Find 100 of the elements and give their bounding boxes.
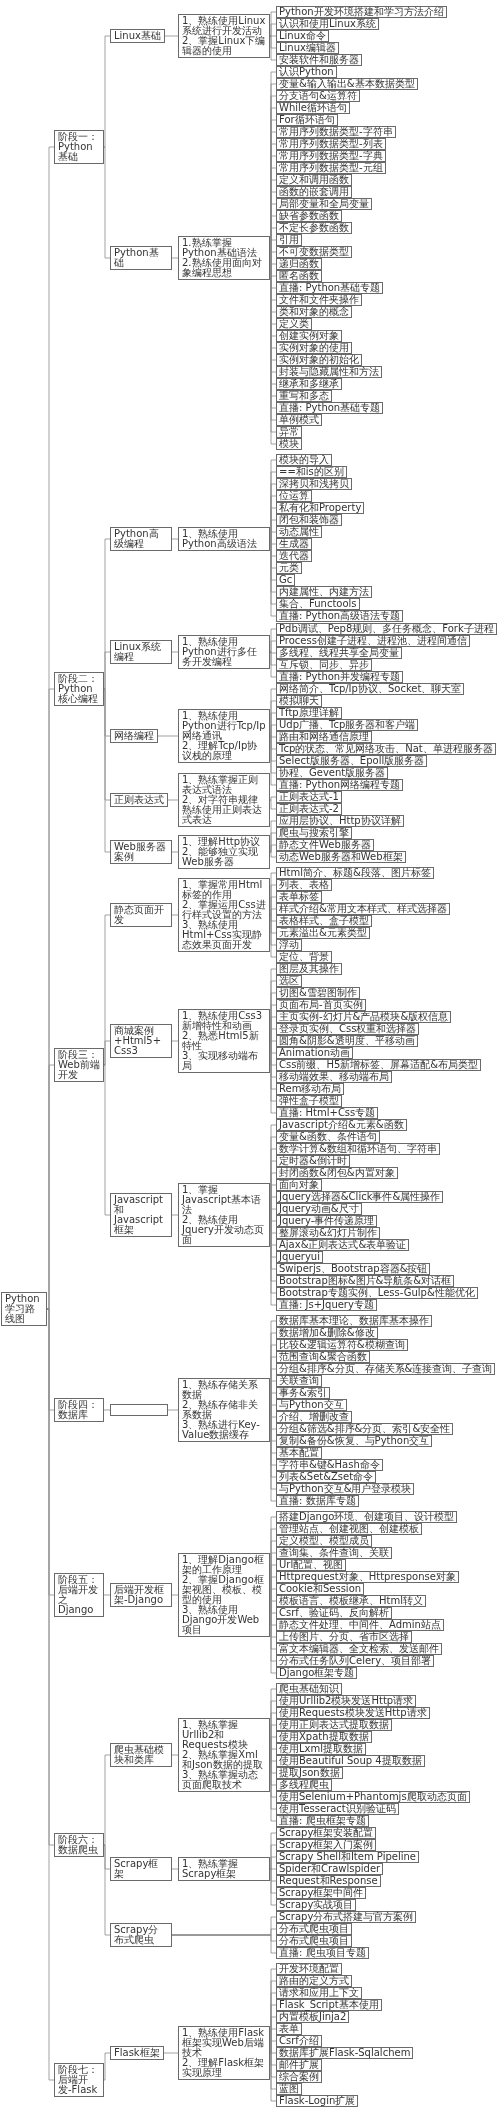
leaf-topic-box: 网络简介、Tcp/Ip协议、Socket、聊天室 [276,683,465,695]
leaf-topic-box: 封闭函数&闭包&内置对象 [276,1167,398,1179]
connector-line [269,1856,277,1870]
leaf-topic-box: Httprequest对象、Httpresponse对象 [276,1571,459,1583]
stage-box: 阶段五：后端开发之Django [54,1573,104,1617]
leaf-topic-box: 多线程爬虫 [276,1779,332,1791]
connector-line [167,799,179,801]
connector-line [269,844,277,853]
leaf-topic-box: 路由的定义方式 [276,1975,352,1987]
leaf-topic-box: 变量&输入输出&基本数据类型 [276,78,418,90]
connector-line [163,2052,179,2054]
leaf-topic-box: 静态文件Web服务器 [276,839,374,851]
leaf-topic-box: While循环语句 [276,102,350,114]
connector-line [269,640,277,653]
leaf-topic-box: 常用序列数据类型-元组 [276,162,386,174]
leaf-topic-box: 与Python交互&用户登录模块 [276,1483,415,1495]
connector-line [103,1844,111,1936]
leaf-topic-box: Gc [276,574,296,586]
leaf-topic-box: 范围查询&聚合函数 [276,1351,370,1363]
leaf-topic-box: 切图&雪碧图制作 [276,987,360,999]
connector-line [269,1868,277,1906]
leaf-topic-box: 常用序列数据类型-字典 [276,150,386,162]
stage-box: 阶段四：数据库 [54,1398,104,1422]
leaf-topic-box: 直播: Html+Css专题 [276,1107,379,1119]
leaf-topic-box: 正则表达式-1 [276,791,342,803]
connector-line [171,538,179,540]
leaf-topic-box: Animation动画 [276,1047,353,1059]
leaf-topic-box: 弹性盒子模型 [276,1095,342,1107]
leaf-topic-box: Jquery动画&尺寸 [276,1203,362,1215]
leaf-topic-box: 常用序列数据类型-列表 [276,138,386,150]
branch-box: Flask框架 [110,2046,164,2060]
goal-box: 1、熟练使用Linux系统进行开发活动 2、掌握Linux下编辑器的使用 [178,14,270,58]
branch-box: Linux基础 [110,29,165,43]
connector-line [269,796,277,801]
leaf-topic-box: 继承和多继承 [276,378,342,390]
connector-line [171,1754,179,1756]
leaf-topic-box: 列表&Set&Zset命令 [276,1471,377,1483]
leaf-topic-box: 管理站点、创建视图、创建模板 [276,1523,422,1535]
leaf-topic-box: 定位、背景 [276,951,332,963]
leaf-topic-box: 表单 [276,2023,302,2035]
connector-line [269,23,277,37]
leaf-topic-box: 使用Beautiful Soup 4提取数据 [276,1755,425,1767]
connector-line [269,914,277,958]
branch-box: Python基础 [110,246,172,270]
branch-box: Python高级编程 [110,527,172,551]
connector-line [171,1214,179,1216]
leaf-topic-box: 事务&索引 [276,1387,330,1399]
connector-line [46,1308,55,2081]
branch-box: 静态页面开发 [110,903,172,927]
leaf-topic-box: ==和is的区别 [276,466,347,478]
leaf-topic-box: 比较&逻辑运算符&模糊查询 [276,1339,408,1351]
leaf-topic-box: 开发环境配置 [276,1963,342,1975]
leaf-topic-box: 复制&备份&恢复、与Python交互 [276,1435,433,1447]
leaf-topic-box: 模块 [276,438,302,450]
leaf-topic-box: 动态属性 [276,526,322,538]
leaf-topic-box: Spider和Crawlspider [276,1863,384,1875]
leaf-topic-box: 实例对象的初始化 [276,354,362,366]
leaf-topic-box: Rem移动布局 [276,1083,345,1095]
leaf-topic-box: 分布式爬虫项目 [276,1935,352,1947]
leaf-topic-box: 分支语句&运算符 [276,90,360,102]
connector-line [103,651,111,690]
leaf-topic-box: 安装软件和服务器 [276,54,362,66]
connector-line [103,688,111,853]
branch-box: Scrapy分布式爬虫 [110,1923,172,1947]
leaf-topic-box: 变量&函数、条件语句 [276,1131,380,1143]
goal-box: 1.熟练掌握Python基础语法 2.熟练使用面向对象编程思想 [178,236,270,280]
leaf-topic-box: 表单标签 [276,891,322,903]
stage-box: 阶段二：Python核心编程 [54,672,104,706]
goal-box: 1、理解Django框架的工作原理 2、掌握Django框架视图、模板、模型的使用 3、熟练使用Django开发Web项目 [178,1553,270,1637]
leaf-topic-box: Scrapy分布式搭建与官方案例 [276,1911,417,1923]
leaf-topic-box: 图层及其操作 [276,963,342,975]
leaf-topic-box: 多线程、线程共享全局变量 [276,647,402,659]
leaf-topic-box: 爬虫基础知识 [276,1683,342,1695]
leaf-topic-box: 数学计算&数组和循环语句、字符串 [276,1143,440,1155]
goal-box: 1、熟练使用Python进行多任务开发编程 [178,635,270,669]
leaf-topic-box: 递归函数 [276,258,322,270]
leaf-topic-box: Udp广播、Tcp服务器和客户端 [276,719,419,731]
leaf-topic-box: 使用正则表达式提取数据 [276,1719,392,1731]
leaf-topic-box: 直播: Python基础专题 [276,402,384,414]
goal-box: 1、掌握Javascript基本语法 2、熟练使用Jquery开发动态页面 [178,1183,270,1247]
leaf-topic-box: 私有化和Property [276,502,365,514]
leaf-topic-box: Ajax&正则表达式&表单验证 [276,1239,410,1251]
leaf-topic-box: 动态Web服务器和Web框架 [276,851,406,863]
leaf-topic-box: 分布式爬虫项目 [276,1923,352,1935]
leaf-topic-box: 集合、Functools [276,598,360,610]
leaf-topic-box: 登录页实例、Css权重和选择器 [276,1023,420,1035]
leaf-topic-box: 查询集、条件查询、关联 [276,1547,392,1559]
branch-box: Linux系统编程 [110,640,172,664]
leaf-topic-box: 数据库扩展Flask-Sqlalchem [276,2047,414,2059]
connector-line [171,1934,277,1954]
stage-box: 阶段七：后端开发-Flask [54,2063,104,2097]
leaf-topic-box: 介绍、增删改查 [276,1411,352,1423]
leaf-topic-box: 定时器&倒计时 [276,1155,350,1167]
connector-line [171,257,179,259]
leaf-topic-box: Bootstrap图标&图片&导航条&对话框 [276,1275,455,1287]
leaf-topic-box: 浮动 [276,939,302,951]
leaf-topic-box: 基本配置 [276,1447,322,1459]
leaf-topic-box: 表格样式、盒子模型 [276,915,372,927]
connector-line [171,651,179,653]
leaf-topic-box: Select版服务器、Epoll版服务器 [276,755,428,767]
